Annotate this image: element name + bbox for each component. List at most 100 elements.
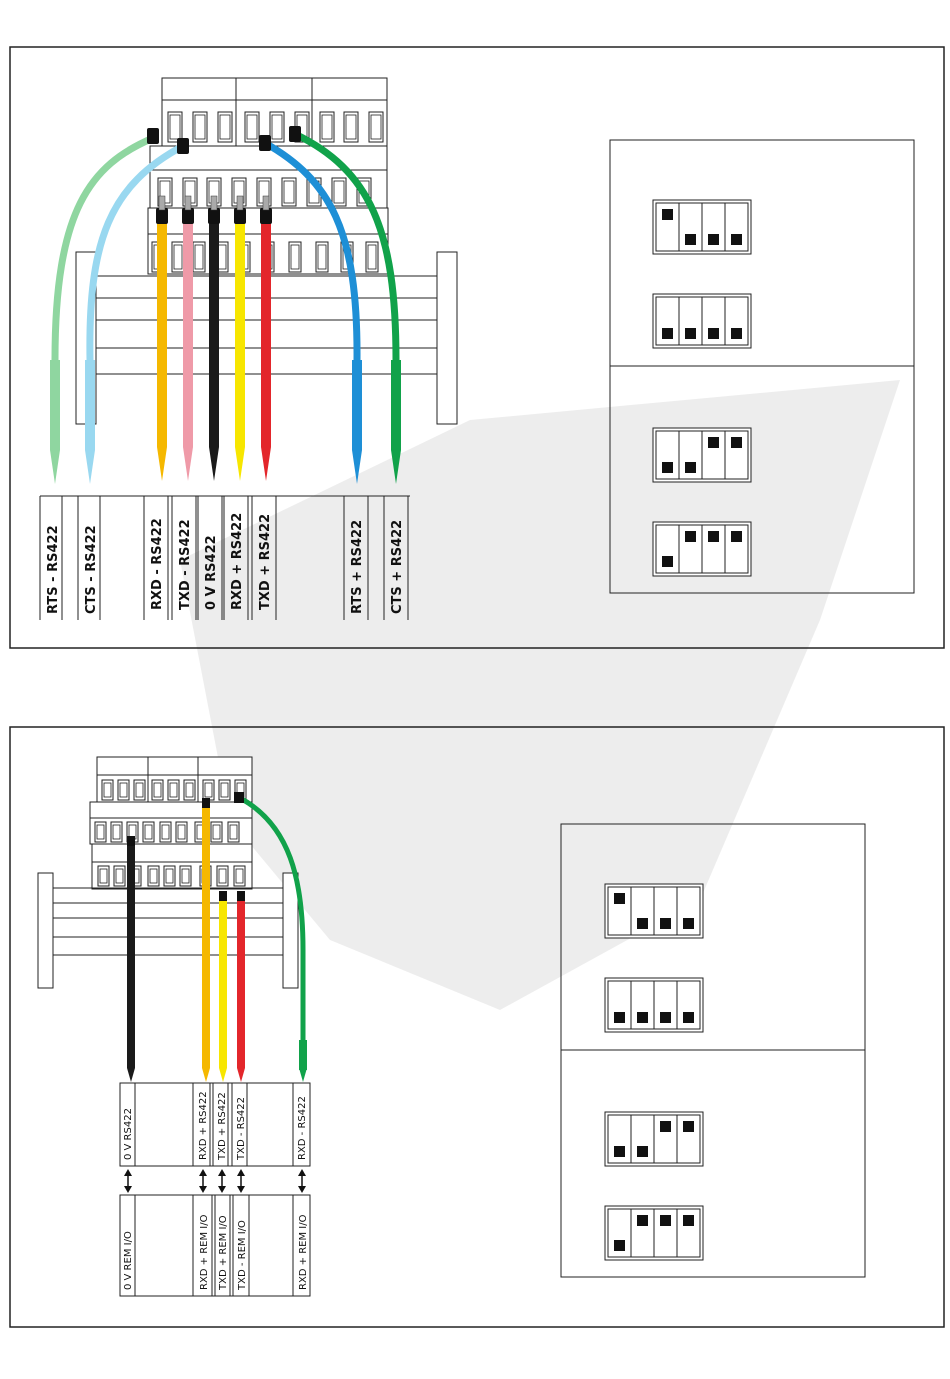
dip-switch-lever-down (637, 918, 648, 929)
wire-rxd-plus-ferrule (234, 208, 246, 224)
dip-switch-lever-down (685, 462, 696, 473)
dip-switch-lever-down (660, 1012, 671, 1023)
arrow-head-down (218, 1186, 226, 1193)
label-rts-plus: RTS + RS422 (350, 520, 365, 614)
dip-switch-lever-up (685, 531, 696, 542)
wire-txd-minus-pin (185, 196, 191, 210)
label-bottom-rxd-plus-rem-2: RXD + REM I/O (298, 1214, 309, 1290)
arrow-head-up (199, 1169, 207, 1176)
label-0v: 0 V RS422 (204, 535, 219, 610)
wire-txd-plus-tip (261, 447, 271, 481)
dip-switch-lever-up (637, 1215, 648, 1226)
wire-bottom-tip (202, 1068, 210, 1082)
dip-switch-lever-down (685, 234, 696, 245)
label-bottom-0v: 0 V RS422 (123, 1108, 134, 1160)
dip-switch-lever-up (683, 1215, 694, 1226)
dip-switch-lever-down (660, 918, 671, 929)
wire-0v-tip (209, 447, 219, 481)
dip-switch-lever-up (660, 1121, 671, 1132)
wire-txd-plus (261, 222, 271, 447)
wire-txd-plus-pin (263, 196, 269, 210)
wire-bottom-tip (299, 1068, 307, 1082)
dip-switch-lever-down (614, 1240, 625, 1251)
wire-sleeve-rts-minus (50, 360, 60, 450)
wire-rts-minus (55, 138, 153, 440)
label-rxd-plus: RXD + RS422 (230, 513, 245, 610)
dip-switch (605, 1112, 703, 1166)
wire-bottom-txd-plus (219, 895, 227, 1068)
dip-switch-lever-up (660, 1215, 671, 1226)
wire-txd-minus-ferrule (182, 208, 194, 224)
bottom-connection-arrows (124, 1169, 306, 1193)
bottom-lower-label-strip (120, 1195, 310, 1296)
arrow-head-up (237, 1169, 245, 1176)
arrow-head-down (237, 1186, 245, 1193)
bottom-lower-labels: 0 V REM I/O RXD + REM I/O TXD + REM I/O … (123, 1214, 309, 1291)
dip-switch (605, 884, 703, 938)
label-cts-minus: CTS - RS422 (84, 525, 99, 614)
wire-bottom-tip (127, 1068, 135, 1082)
dip-switch-lever-up (683, 1121, 694, 1132)
wire-bottom-rxd-plus (202, 802, 210, 1068)
wire-ferrule (289, 126, 301, 142)
dip-switch-lever-down (685, 328, 696, 339)
bottom-upper-labels: 0 V RS422 RXD + RS422 TXD + RS422 TXD - … (123, 1091, 308, 1161)
wire-bottom-txd-minus-ferrule (237, 891, 245, 901)
label-bottom-txd-plus-rem: TXD + REM I/O (218, 1215, 229, 1291)
label-bottom-0v-rem: 0 V REM I/O (123, 1231, 134, 1290)
label-bottom-rxd-plus-rem: RXD + REM I/O (199, 1214, 210, 1290)
wire-bottom-txd-plus-ferrule (219, 891, 227, 901)
arrow-head-down (298, 1186, 306, 1193)
dip-switch-lever-down (637, 1146, 648, 1157)
dip-switch-lever-down (662, 462, 673, 473)
dip-switch-lever-down (614, 1146, 625, 1157)
dip-switch-lever-up (731, 437, 742, 448)
wire-sleeve-rts-plus (352, 360, 362, 450)
label-bottom-rxd-plus: RXD + RS422 (198, 1091, 209, 1160)
wire-bottom-tip (219, 1068, 227, 1082)
dip-switch-lever-down (662, 556, 673, 567)
dip-switch-lever-down (683, 1012, 694, 1023)
wire-txd-minus (183, 222, 193, 447)
wire-0v-pin (211, 196, 217, 210)
dip-switch-lever-down (731, 234, 742, 245)
wire-bottom-rxd-plus-ferrule (202, 798, 210, 808)
dip-switch-lever-down (637, 1012, 648, 1023)
label-bottom-rxd-minus: RXD - RS422 (297, 1096, 308, 1160)
wire-tip-cts-minus (85, 450, 95, 484)
wire-rxd-minus (157, 222, 167, 447)
wire-bottom-txd-minus (237, 895, 245, 1068)
dip-switch-lever-up (708, 531, 719, 542)
dip-switch-lever-down (662, 328, 673, 339)
label-txd-minus: TXD - RS422 (178, 519, 193, 610)
wire-rxd-plus (235, 222, 245, 447)
label-bottom-txd-minus: TXD - RS422 (236, 1097, 247, 1161)
wire-tip-rts-minus (50, 450, 60, 484)
arrow-head-up (124, 1169, 132, 1176)
dip-switch (653, 428, 751, 482)
dip-switch-lever-down (731, 328, 742, 339)
wire-txd-plus-ferrule (260, 208, 272, 224)
arrow-head-up (218, 1169, 226, 1176)
dip-switch-lever-up (708, 437, 719, 448)
arrow-head-down (199, 1186, 207, 1193)
wire-bottom-rxd-minus-ferrule (234, 792, 244, 803)
wire-bottom-tip (237, 1068, 245, 1082)
label-rts-minus: RTS - RS422 (46, 525, 61, 614)
wire-sleeve-cts-plus (391, 360, 401, 450)
wire-rxd-minus-ferrule (156, 208, 168, 224)
wire-txd-minus-tip (183, 447, 193, 481)
dip-switch (605, 978, 703, 1032)
wire-ferrule (147, 128, 159, 144)
dip-switch-lever-down (708, 234, 719, 245)
dip-switch-lever-down (614, 1012, 625, 1023)
label-bottom-txd-plus: TXD + RS422 (217, 1092, 228, 1161)
arrow-head-up (298, 1169, 306, 1176)
dip-switch (653, 294, 751, 348)
wire-rxd-minus-tip (157, 447, 167, 481)
dip-switch-lever-down (683, 918, 694, 929)
dip-switch (653, 522, 751, 576)
dip-switch-lever-down (708, 328, 719, 339)
label-cts-plus: CTS + RS422 (390, 520, 405, 614)
